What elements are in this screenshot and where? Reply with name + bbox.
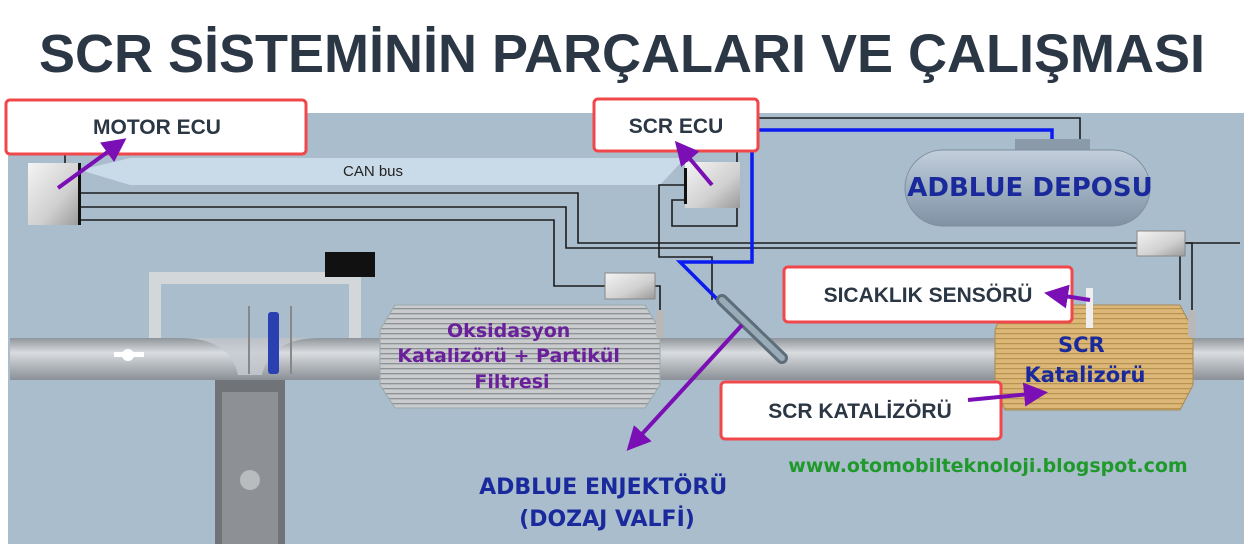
adblue-tank-label: ADBLUE DEPOSU	[907, 173, 1152, 203]
piston-pin	[240, 470, 260, 490]
scr-catalyst-label: SCR KATALİZÖRÜ	[768, 400, 952, 423]
callout-scr-catalyst: SCR KATALİZÖRÜ	[719, 380, 1003, 441]
callout-scr-ecu: SCR ECU	[592, 97, 760, 153]
can-bus-label: CAN bus	[343, 163, 403, 180]
adblue-tank	[904, 149, 1151, 227]
scr-ecu-module	[685, 162, 740, 208]
motor-ecu-label: MOTOR ECU	[93, 116, 221, 139]
dpf-label: Oksidasyon Katalizörü + Partikül Filtres…	[397, 320, 626, 393]
can-bus-band	[80, 158, 685, 185]
temperature-sensor-label: SICAKLIK SENSÖRÜ	[824, 284, 1033, 307]
adblue-supply-line	[675, 128, 1054, 302]
dpf-sensor-probe	[656, 310, 664, 338]
egr-pipe	[149, 272, 361, 338]
injector-label: ADBLUE ENJEKTÖRÜ (DOZAJ VALFİ)	[479, 474, 735, 532]
scr-ecu-label: SCR ECU	[629, 115, 724, 138]
motor-ecu-module	[28, 163, 80, 225]
pointer-arrows	[56, 138, 1091, 451]
egr-valve	[325, 252, 375, 277]
arrow-motor-ecu	[56, 138, 127, 190]
arrow-scr-catalyst	[967, 382, 1048, 407]
oxidation-catalyst-dpf	[379, 304, 661, 409]
page-title: SCR SİSTEMİNİN PARÇALARI VE ÇALIŞMASI	[39, 24, 1205, 84]
nox-sensor-probe	[1188, 310, 1196, 338]
arrow-injector	[626, 323, 744, 451]
tank-cap	[1015, 139, 1090, 152]
arrow-temperature-sensor	[1044, 284, 1091, 309]
nox-sensor-module	[1136, 230, 1186, 257]
throttle-valve	[122, 349, 134, 361]
callout-temperature-sensor: SICAKLIK SENSÖRÜ	[782, 265, 1074, 324]
callout-motor-ecu: MOTOR ECU	[4, 98, 308, 156]
fuel-injector	[268, 312, 279, 374]
dpf-sensor-module	[604, 272, 656, 300]
temperature-sensor-probe	[1086, 288, 1093, 328]
arrow-scr-ecu	[674, 140, 714, 187]
website-link[interactable]: www.otomobilteknoloji.blogspot.com	[788, 455, 1187, 477]
